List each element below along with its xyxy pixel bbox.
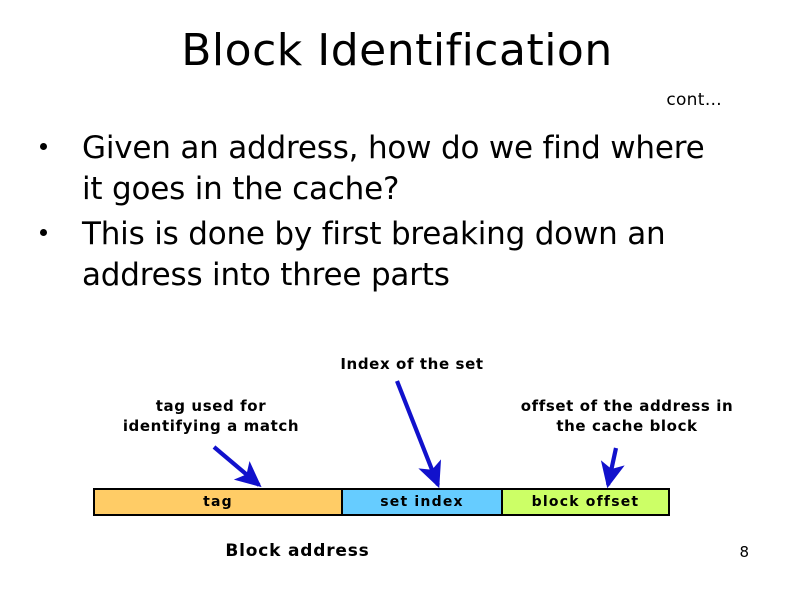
offset-annotation-line2: the cache block <box>556 417 698 436</box>
offset-annotation-label: offset of the address in the cache block <box>482 396 772 437</box>
page-title: Block Identification <box>181 25 613 76</box>
arrow-to-block-offset-segment <box>600 447 625 489</box>
arrow-to-set-index-segment <box>395 380 442 489</box>
bullet-text: Given an address, how do we find where i… <box>82 130 705 207</box>
arrow-to-tag-segment <box>212 445 262 488</box>
offset-annotation-line1: offset of the address in <box>520 397 734 415</box>
bullet-point-icon <box>40 228 47 236</box>
page-number: 8 <box>739 543 749 561</box>
continuation-note: cont… <box>666 90 722 110</box>
index-of-set-label: Index of the set <box>340 355 484 373</box>
address-field-tag[interactable]: tag <box>93 488 342 516</box>
bullet-list: Given an address, how do we find where i… <box>40 128 754 300</box>
list-item: Given an address, how do we find where i… <box>40 128 754 210</box>
tag-annotation-label: tag used for identifying a match <box>83 396 339 437</box>
bullet-text: This is done by first breaking down an a… <box>82 215 666 293</box>
address-field-set-index[interactable]: set index <box>342 488 502 516</box>
list-item: This is done by first breaking down an a… <box>40 214 754 296</box>
tag-annotation-line2: identifying a match <box>122 417 300 436</box>
address-field-block-offset[interactable]: block offset <box>502 488 670 516</box>
bullet-point-icon <box>40 143 47 150</box>
tag-annotation-line1: tag used for <box>155 397 267 415</box>
block-address-label: Block address <box>225 541 370 561</box>
address-field-bar: tag set index block offset <box>93 488 670 516</box>
